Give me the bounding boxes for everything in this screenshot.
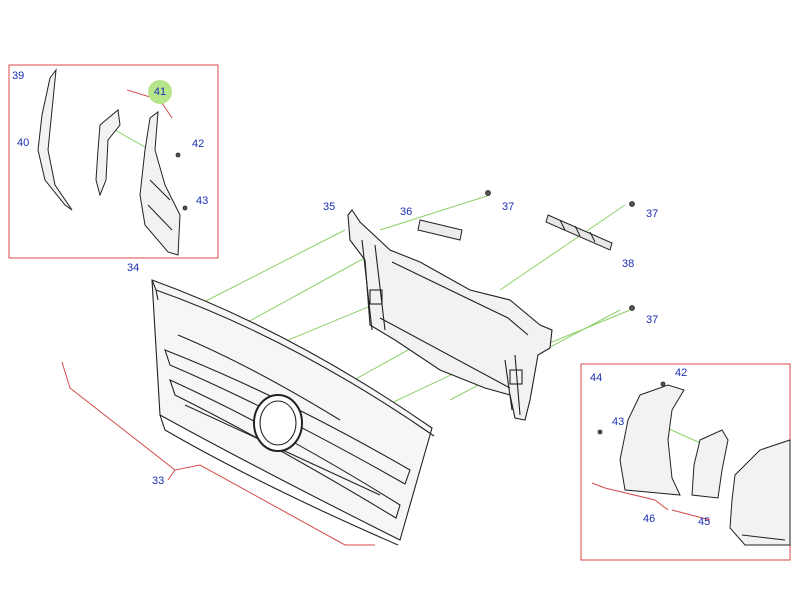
front-grille bbox=[151, 279, 435, 546]
callout-40[interactable]: 40 bbox=[17, 137, 30, 149]
callout-42[interactable]: 42 bbox=[192, 138, 205, 150]
callout-35[interactable]: 35 bbox=[323, 201, 336, 213]
bracket-36 bbox=[417, 219, 463, 241]
bracket-38 bbox=[545, 214, 613, 251]
right-trim-parts bbox=[619, 384, 791, 546]
leader-lines bbox=[114, 129, 706, 446]
callout-43[interactable]: 43 bbox=[196, 195, 209, 207]
callout-34[interactable]: 34 bbox=[127, 262, 140, 274]
callout-44[interactable]: 44 bbox=[590, 372, 603, 384]
screws bbox=[175, 152, 666, 435]
support-frame bbox=[347, 209, 553, 421]
callout-41[interactable]: 41 bbox=[148, 80, 172, 104]
callout-37[interactable]: 37 bbox=[502, 201, 515, 213]
callout-37[interactable]: 37 bbox=[646, 314, 659, 326]
callout-36[interactable]: 36 bbox=[400, 206, 413, 218]
callout-39[interactable]: 39 bbox=[12, 70, 25, 82]
callout-33[interactable]: 33 bbox=[152, 475, 165, 487]
callout-45[interactable]: 45 bbox=[698, 516, 711, 528]
callout-37[interactable]: 37 bbox=[646, 208, 659, 220]
callout-46[interactable]: 46 bbox=[643, 513, 656, 525]
callout-38[interactable]: 38 bbox=[622, 258, 635, 270]
callout-43[interactable]: 43 bbox=[612, 416, 625, 428]
detail-frame-left bbox=[8, 64, 219, 259]
callout-42[interactable]: 42 bbox=[675, 367, 688, 379]
left-trim-parts bbox=[37, 68, 181, 256]
